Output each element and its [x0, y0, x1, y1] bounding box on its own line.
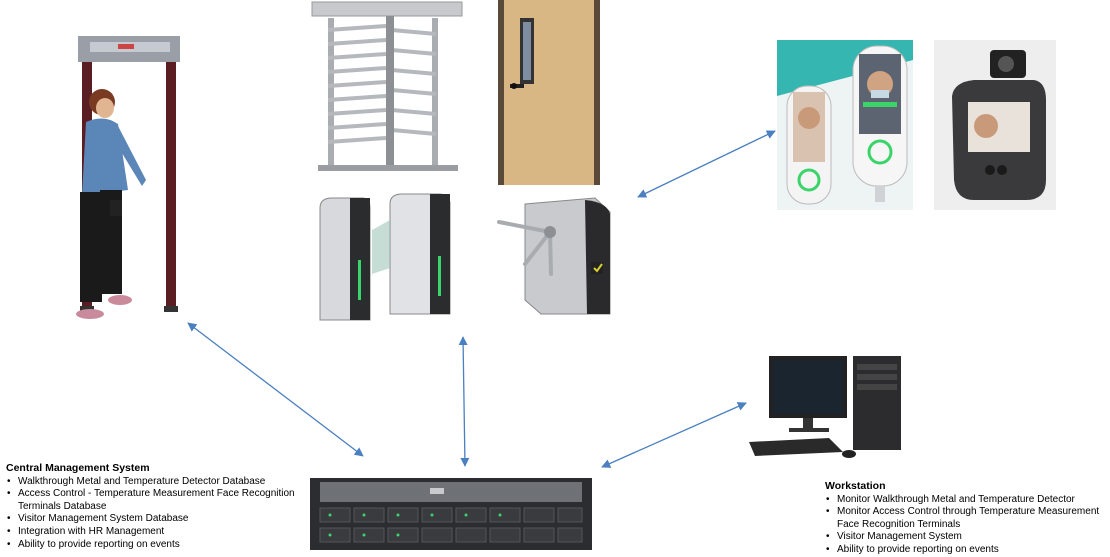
list-item: Access Control - Temperature Measurement…	[7, 488, 306, 513]
link-workstation-server	[601, 402, 747, 468]
list-item: Visitor Management System	[826, 531, 1107, 544]
list-item: Integration with HR Management	[7, 526, 306, 539]
central-server-image	[310, 478, 592, 550]
link-detector-server	[187, 322, 364, 457]
list-item: Ability to provide reporting on events	[826, 544, 1107, 557]
workstation-computer-image	[749, 356, 901, 458]
desktop-face-terminal-image	[934, 40, 1056, 210]
tripod-turnstile-image	[497, 197, 611, 315]
central-management-system-list: Walkthrough Metal and Temperature Detect…	[6, 476, 306, 552]
central-management-system-title: Central Management System	[6, 462, 150, 474]
list-item: Visitor Management System Database	[7, 513, 306, 526]
face-recognition-terminals-image	[777, 40, 913, 210]
link-gates-server	[458, 336, 470, 467]
list-item: Monitor Access Control through Temperatu…	[826, 506, 1107, 531]
list-item: Ability to provide reporting on events	[7, 539, 306, 552]
speed-gate-image	[319, 193, 451, 321]
workstation-title: Workstation	[825, 480, 886, 492]
central-management-system-block: Central Management System Walkthrough Me…	[6, 462, 306, 551]
full-height-turnstile-image	[311, 1, 463, 171]
list-item: Walkthrough Metal and Temperature Detect…	[7, 476, 306, 489]
link-gates-terminals	[637, 130, 776, 198]
door-image	[498, 0, 600, 185]
workstation-block: Workstation Monitor Walkthrough Metal an…	[825, 480, 1107, 557]
walkthrough-metal-detector-image	[76, 36, 180, 319]
list-item: Monitor Walkthrough Metal and Temperatur…	[826, 494, 1107, 507]
workstation-list: Monitor Walkthrough Metal and Temperatur…	[825, 494, 1107, 557]
